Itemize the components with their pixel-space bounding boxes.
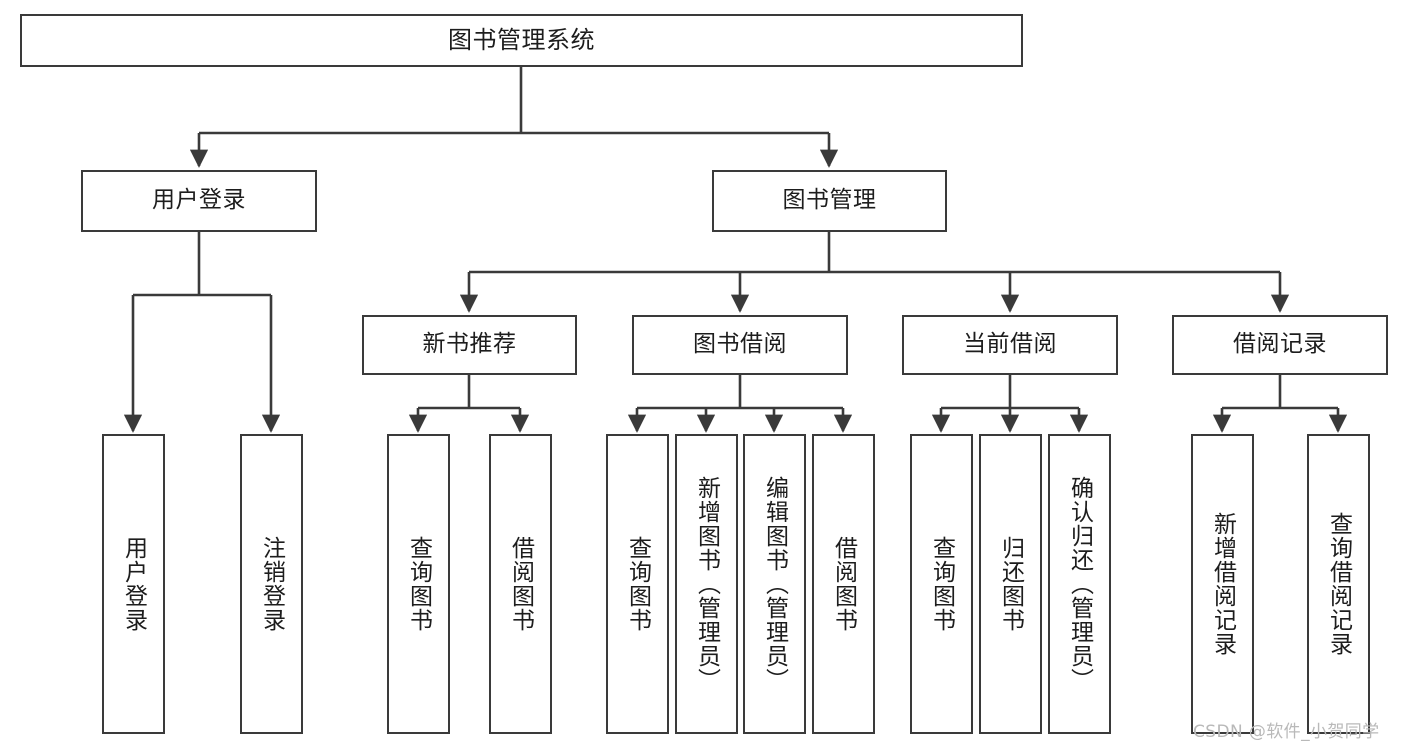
leaf-logout[interactable]: 注销登录 — [240, 434, 303, 734]
node-label: 借阅图书 — [507, 536, 534, 632]
node-label: 查询图书 — [928, 536, 955, 632]
node-label: 新增图书（管理员） — [693, 476, 720, 692]
node-label: 确认归还（管理员） — [1066, 476, 1093, 692]
leaf-query-book-current[interactable]: 查询图书 — [910, 434, 973, 734]
leaf-borrow-book[interactable]: 借阅图书 — [812, 434, 875, 734]
node-label: 新书推荐 — [422, 331, 517, 358]
node-label: 图书管理系统 — [448, 26, 595, 55]
node-label: 借阅图书 — [830, 536, 857, 632]
node-label: 图书管理 — [782, 187, 877, 214]
node-user-login[interactable]: 用户登录 — [81, 170, 317, 232]
leaf-query-book-borrow[interactable]: 查询图书 — [606, 434, 669, 734]
leaf-borrow-book-new-rec[interactable]: 借阅图书 — [489, 434, 552, 734]
leaf-return-book[interactable]: 归还图书 — [979, 434, 1042, 734]
node-label: 编辑图书（管理员） — [761, 476, 788, 692]
leaf-edit-book-admin[interactable]: 编辑图书（管理员） — [743, 434, 806, 734]
leaf-query-book-new-rec[interactable]: 查询图书 — [387, 434, 450, 734]
node-label: 新增借阅记录 — [1209, 512, 1236, 656]
node-label: 注销登录 — [258, 536, 285, 632]
node-new-book-recommendation[interactable]: 新书推荐 — [362, 315, 577, 375]
leaf-query-borrow-record[interactable]: 查询借阅记录 — [1307, 434, 1370, 734]
node-label: 查询图书 — [405, 536, 432, 632]
node-label: 借阅记录 — [1233, 331, 1327, 358]
node-label: 查询借阅记录 — [1325, 512, 1352, 656]
leaf-add-borrow-record[interactable]: 新增借阅记录 — [1191, 434, 1254, 734]
node-borrow-records[interactable]: 借阅记录 — [1172, 315, 1388, 375]
node-label: 用户登录 — [120, 536, 147, 632]
csdn-watermark: CSDN @软件_小贺同学 — [1193, 722, 1380, 742]
node-book-borrowing[interactable]: 图书借阅 — [632, 315, 848, 375]
leaf-add-book-admin[interactable]: 新增图书（管理员） — [675, 434, 738, 734]
leaf-confirm-return-admin[interactable]: 确认归还（管理员） — [1048, 434, 1111, 734]
leaf-user-login[interactable]: 用户登录 — [102, 434, 165, 734]
node-label: 归还图书 — [997, 536, 1024, 632]
node-book-management[interactable]: 图书管理 — [712, 170, 947, 232]
node-label: 用户登录 — [152, 187, 246, 214]
node-current-borrowing[interactable]: 当前借阅 — [902, 315, 1118, 375]
node-label: 图书借阅 — [693, 331, 787, 358]
node-root-system[interactable]: 图书管理系统 — [20, 14, 1023, 67]
node-label: 查询图书 — [624, 536, 651, 632]
node-label: 当前借阅 — [963, 331, 1057, 358]
